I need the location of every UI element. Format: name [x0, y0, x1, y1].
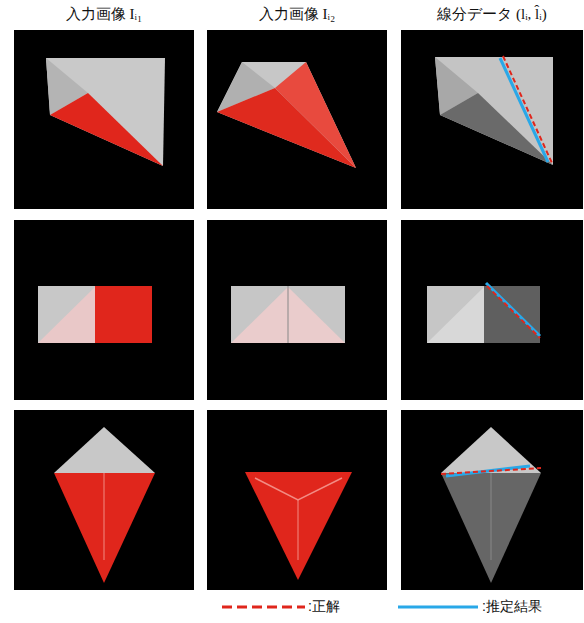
column-header: 入力画像 Iᵢ₁ — [66, 5, 142, 23]
legend-text: :推定結果 — [482, 598, 542, 615]
column-header: 入力画像 Iᵢ₂ — [259, 5, 335, 23]
column-header: 線分データ (lᵢ, l̂ᵢ) — [437, 5, 546, 23]
legend-text: :正解 — [308, 598, 340, 615]
